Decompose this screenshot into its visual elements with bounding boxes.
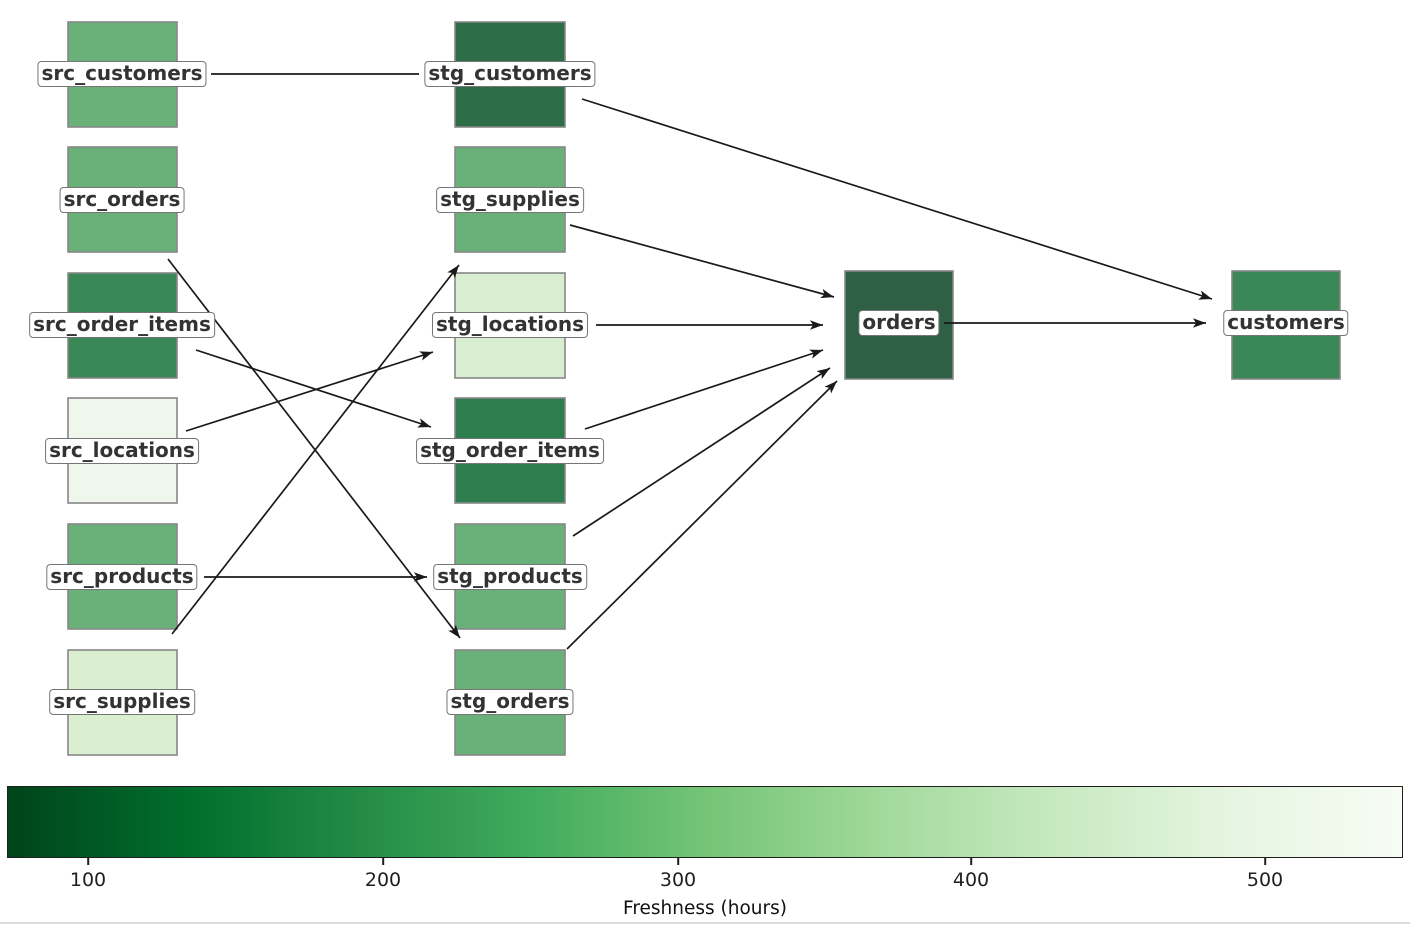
colorbar-axis-label: Freshness (hours) <box>623 898 787 919</box>
edge-src_locations-to-stg_locations <box>185 351 434 432</box>
colorbar-tick-mark <box>677 858 679 865</box>
node-boxes-layer <box>67 21 1341 756</box>
node-label-stg_locations: stg_locations <box>431 312 589 338</box>
edges-layer <box>167 73 1213 650</box>
edge-src_supplies-to-stg_supplies <box>171 264 460 635</box>
colorbar-tick-mark <box>382 858 384 865</box>
node-label-stg_customers: stg_customers <box>424 61 596 87</box>
node-label-src_order_items: src_order_items <box>29 312 215 338</box>
colorbar-gradient <box>7 786 1403 858</box>
colorbar-tick-label: 400 <box>952 869 990 891</box>
node-label-stg_order_items: stg_order_items <box>416 438 604 464</box>
colorbar-tick-mark <box>87 858 89 865</box>
edge-stg_order_items-to-orders <box>584 349 824 430</box>
edge-src_orders-to-stg_orders <box>167 258 461 639</box>
node-label-src_locations: src_locations <box>45 438 199 464</box>
colorbar-tick-label: 100 <box>69 869 107 891</box>
node-label-src_products: src_products <box>46 564 198 590</box>
node-label-src_customers: src_customers <box>37 61 207 87</box>
node-label-orders: orders <box>858 310 940 336</box>
edge-stg_customers-to-customers <box>581 98 1213 300</box>
edge-src_order_items-to-stg_order_items <box>195 349 432 428</box>
edge-stg_supplies-to-orders <box>569 224 835 299</box>
node-label-stg_supplies: stg_supplies <box>436 187 584 213</box>
node-label-stg_orders: stg_orders <box>446 689 574 715</box>
node-label-customers: customers <box>1223 310 1349 336</box>
colorbar-tick-mark <box>970 858 972 865</box>
colorbar-tick-label: 500 <box>1246 869 1284 891</box>
colorbar-tick-mark <box>1264 858 1266 865</box>
figure-bottom-border <box>0 922 1410 924</box>
node-label-src_orders: src_orders <box>59 187 185 213</box>
node-label-stg_products: stg_products <box>433 564 587 590</box>
colorbar-tick-label: 200 <box>364 869 402 891</box>
colorbar-tick-label: 300 <box>659 869 697 891</box>
edge-stg_orders-to-orders <box>566 380 838 650</box>
edge-stg_products-to-orders <box>572 367 831 537</box>
node-label-src_supplies: src_supplies <box>49 689 195 715</box>
